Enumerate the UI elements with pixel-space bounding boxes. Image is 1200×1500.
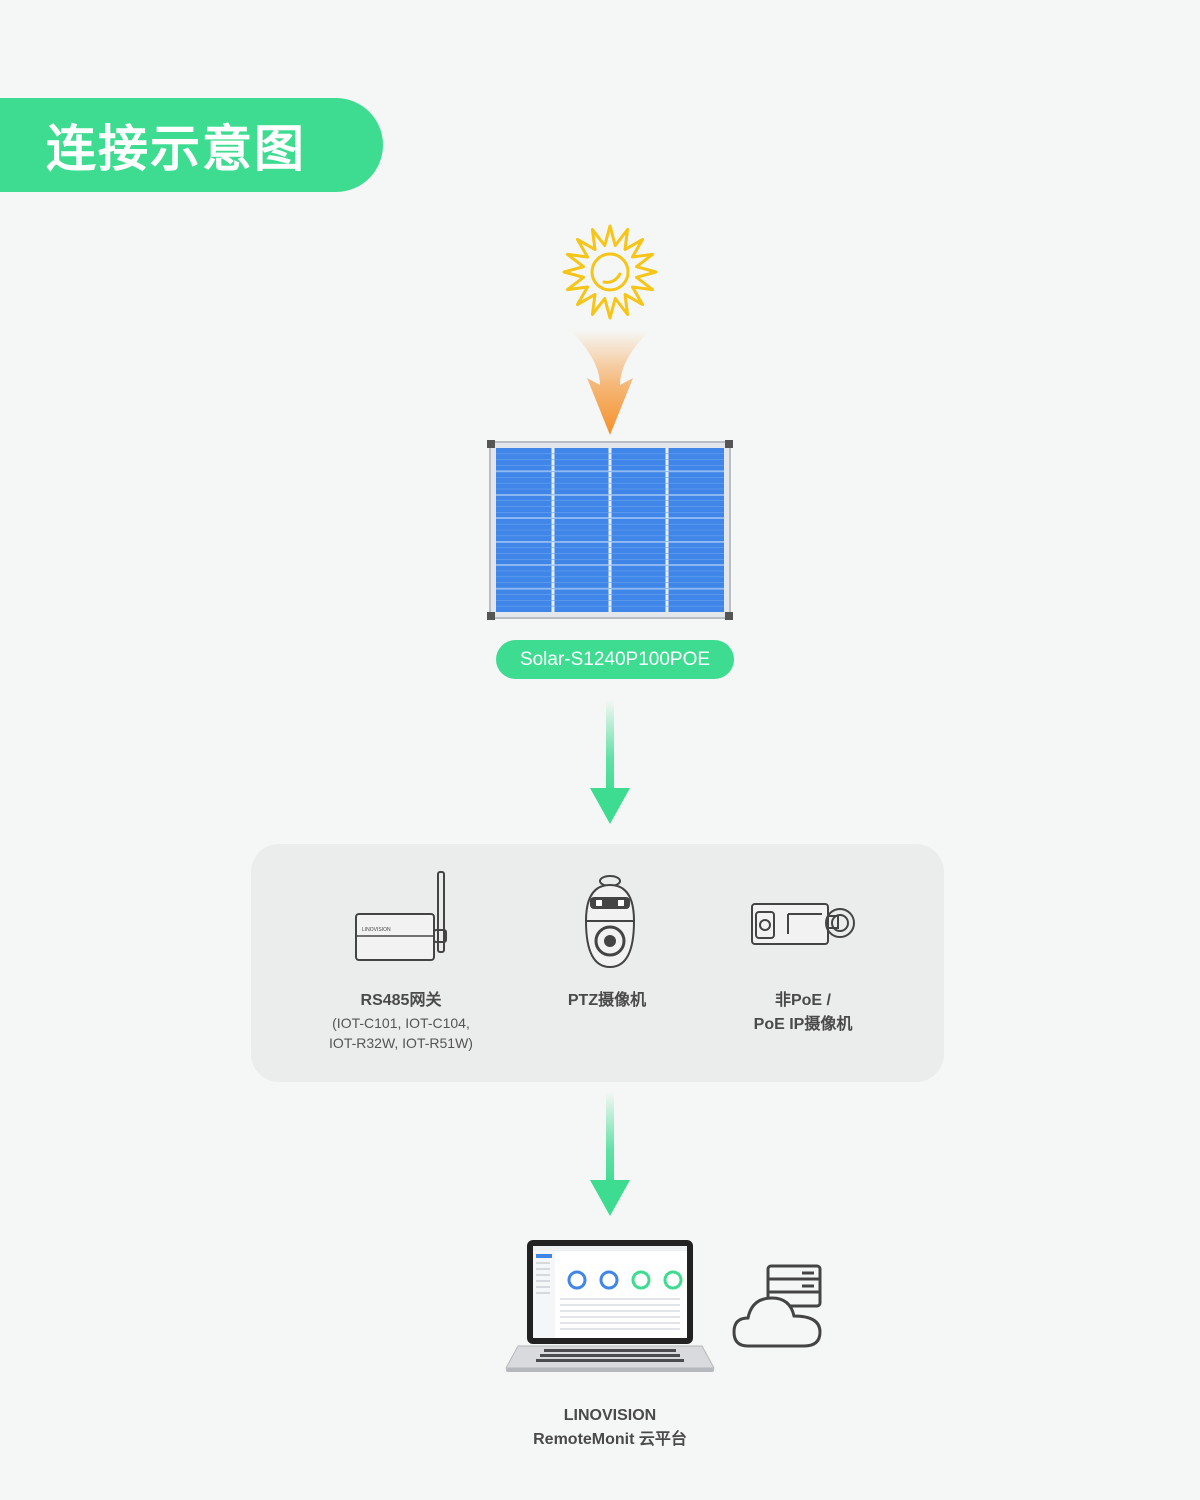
product-label: Solar-S1240P100POE <box>496 640 734 679</box>
platform-label: LINOVISION RemoteMonit 云平台 <box>480 1404 740 1452</box>
sun-icon <box>562 224 658 320</box>
device-name: 非PoE / <box>774 992 831 1009</box>
bullet-camera-icon <box>751 903 855 945</box>
solar-panel-image <box>487 440 733 620</box>
device-label-gateway: RS485网关 (IOT-C101, IOT-C104, IOT-R32W, I… <box>301 989 501 1053</box>
device-name: PTZ摄像机 <box>567 992 647 1009</box>
device-models: (IOT-C101, IOT-C104, <box>332 1015 470 1031</box>
power-arrow <box>590 700 630 824</box>
sunlight-arrow <box>570 330 650 435</box>
page-title: 连接示意图 <box>0 98 383 192</box>
device-name: RS485网关 <box>360 992 442 1009</box>
device-label-ipcam: 非PoE / PoE IP摄像机 <box>703 989 903 1037</box>
gateway-icon: LINOVISION <box>355 871 447 961</box>
device-models: IOT-R32W, IOT-R51W) <box>329 1035 473 1051</box>
laptop-icon <box>505 1240 715 1372</box>
cloud-server-icon <box>732 1264 822 1348</box>
platform-name: RemoteMonit 云平台 <box>533 1431 687 1448</box>
gateway-brand: LINOVISION <box>362 927 391 933</box>
data-arrow <box>590 1092 630 1216</box>
platform-brand: LINOVISION <box>563 1407 657 1424</box>
device-name: PoE IP摄像机 <box>753 1016 853 1033</box>
sun-rays <box>562 224 658 320</box>
ptz-camera-icon <box>584 875 636 969</box>
device-label-ptz: PTZ摄像机 <box>507 989 707 1013</box>
